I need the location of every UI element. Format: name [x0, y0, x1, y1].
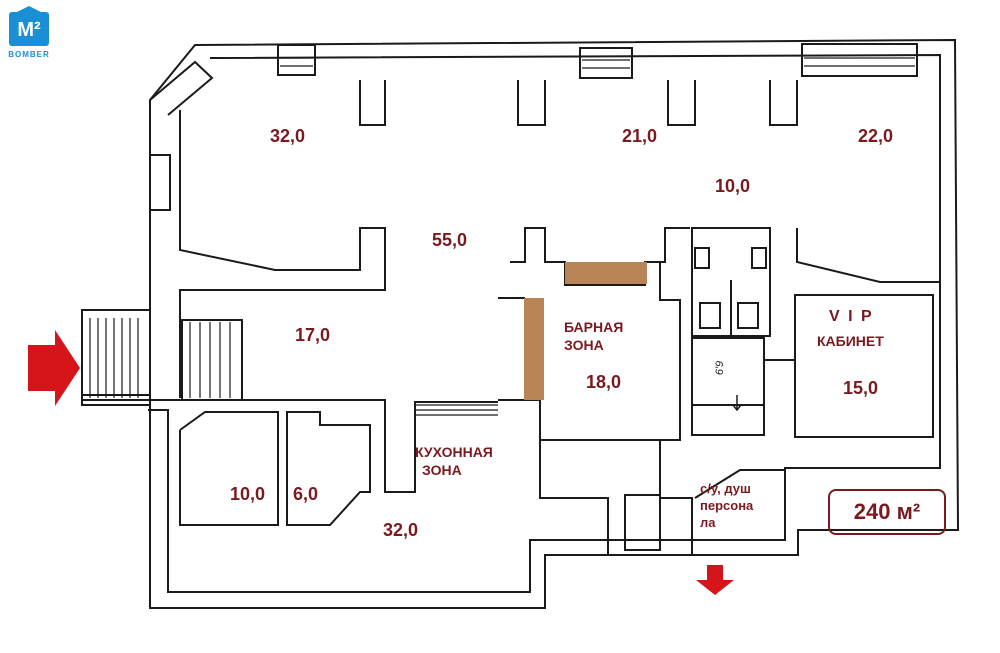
logo-mark: M²	[9, 12, 49, 46]
staff-toilet-line1: с/у, душ	[700, 481, 751, 496]
staff-toilet-line3: ла	[700, 515, 716, 530]
vip-name-line2: КАБИНЕТ	[817, 333, 884, 349]
bar-zone-name-line1: БАРНАЯ	[564, 319, 624, 335]
staff-toilet-line2: персона	[700, 498, 754, 513]
exit-arrow-icon	[696, 565, 734, 595]
outer-wall	[81, 38, 960, 609]
vip-area: 15,0	[843, 378, 879, 398]
bar-zone-name-line2: ЗОНА	[564, 337, 604, 353]
bar-zone-area: 18,0	[586, 372, 622, 392]
kitchen-name: КУХОННАЯ ЗОНА	[415, 443, 493, 479]
kitchen-name-line2: ЗОНА	[422, 462, 462, 478]
bar-counter-top	[565, 262, 647, 284]
vip-name-line1: V I P	[829, 308, 874, 325]
room-area-6: 6,0	[293, 484, 319, 504]
bar-zone-name: БАРНАЯ ЗОНА	[564, 318, 623, 354]
logo: M² BOMBER	[7, 6, 51, 62]
room-area-32-top: 32,0	[270, 126, 306, 146]
total-area-badge: 240 м²	[828, 489, 946, 535]
room-area-17: 17,0	[295, 325, 331, 345]
room-area-32-kitchen: 32,0	[383, 520, 419, 540]
logo-roof-icon	[9, 6, 49, 16]
room-area-10-kitchen: 10,0	[230, 484, 266, 504]
shaft-label: 6'9	[714, 360, 727, 376]
bar-counter-side	[524, 298, 544, 400]
staff-toilet-label: с/у, душ персона ла	[700, 480, 753, 531]
inner-outline	[148, 53, 941, 593]
room-area-10-hall: 10,0	[715, 176, 751, 196]
kitchen-name-line1: КУХОННАЯ	[415, 444, 493, 460]
entrance-arrow-icon	[28, 330, 80, 406]
room-area-21: 21,0	[622, 126, 658, 146]
logo-brand: BOMBER	[8, 50, 50, 59]
room-area-55: 55,0	[432, 230, 468, 250]
room-area-22: 22,0	[858, 126, 894, 146]
